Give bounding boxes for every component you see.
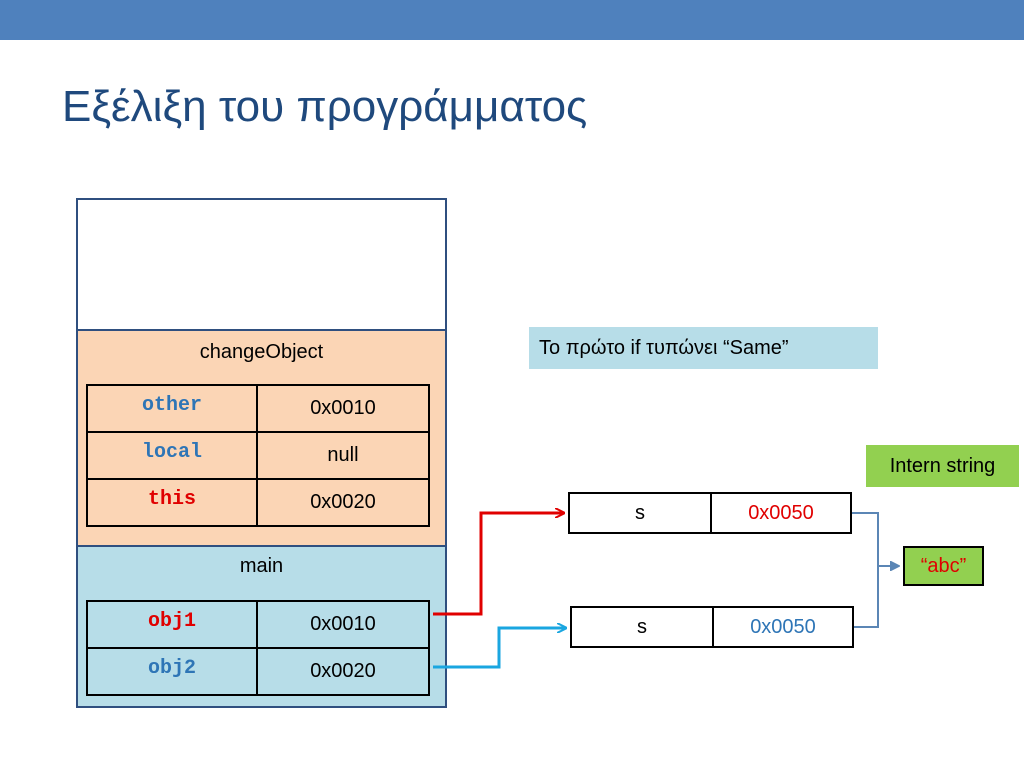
heap-object-obj2: s 0x0050 (570, 606, 854, 648)
top-accent-bar (0, 0, 1024, 40)
main-vars-table: obj1 0x0010 obj2 0x0020 (86, 600, 430, 696)
main-frame-label: main (239, 555, 284, 577)
changeobject-frame-label: changeObject (199, 341, 324, 363)
var-value-obj1: 0x0010 (256, 600, 430, 649)
var-name-this: this (86, 478, 258, 527)
changeobject-frame: changeObject other 0x0010 local null thi… (78, 331, 445, 547)
var-name-local: local (86, 431, 258, 480)
var-row-this: this 0x0020 (86, 478, 430, 527)
heap-obj2-field: s (570, 606, 714, 648)
var-row-other: other 0x0010 (86, 384, 430, 433)
empty-stack-frame (78, 200, 445, 331)
var-name-obj1: obj1 (86, 600, 258, 649)
var-name-other: other (86, 384, 258, 433)
heap-obj1-field: s (568, 492, 712, 534)
var-value-other: 0x0010 (256, 384, 430, 433)
heap-obj1-value: 0x0050 (710, 492, 852, 534)
call-stack: changeObject other 0x0010 local null thi… (76, 198, 447, 708)
slide-title: Εξέλιξη του προγράμματος (62, 82, 588, 131)
var-value-local: null (256, 431, 430, 480)
changeobject-vars-table: other 0x0010 local null this 0x0020 (86, 384, 430, 527)
var-row-local: local null (86, 431, 430, 480)
abc-string-object: “abc” (903, 546, 984, 586)
var-name-obj2: obj2 (86, 647, 258, 696)
var-row-obj1: obj1 0x0010 (86, 600, 430, 649)
var-value-obj2: 0x0020 (256, 647, 430, 696)
connector-heap2-to-abc (854, 566, 879, 628)
arrow-heap1-to-abc (852, 512, 899, 566)
arrow-obj2-to-heap (433, 628, 566, 669)
var-row-obj2: obj2 0x0020 (86, 647, 430, 696)
arrow-obj1-to-heap (433, 513, 564, 616)
heap-object-obj1: s 0x0050 (568, 492, 852, 534)
intern-string-label: Intern string (866, 445, 1019, 487)
output-note: Το πρώτο if τυπώνει “Same” (529, 327, 878, 369)
var-value-this: 0x0020 (256, 478, 430, 527)
main-frame: main obj1 0x0010 obj2 0x0020 (78, 547, 445, 706)
heap-obj2-value: 0x0050 (712, 606, 854, 648)
